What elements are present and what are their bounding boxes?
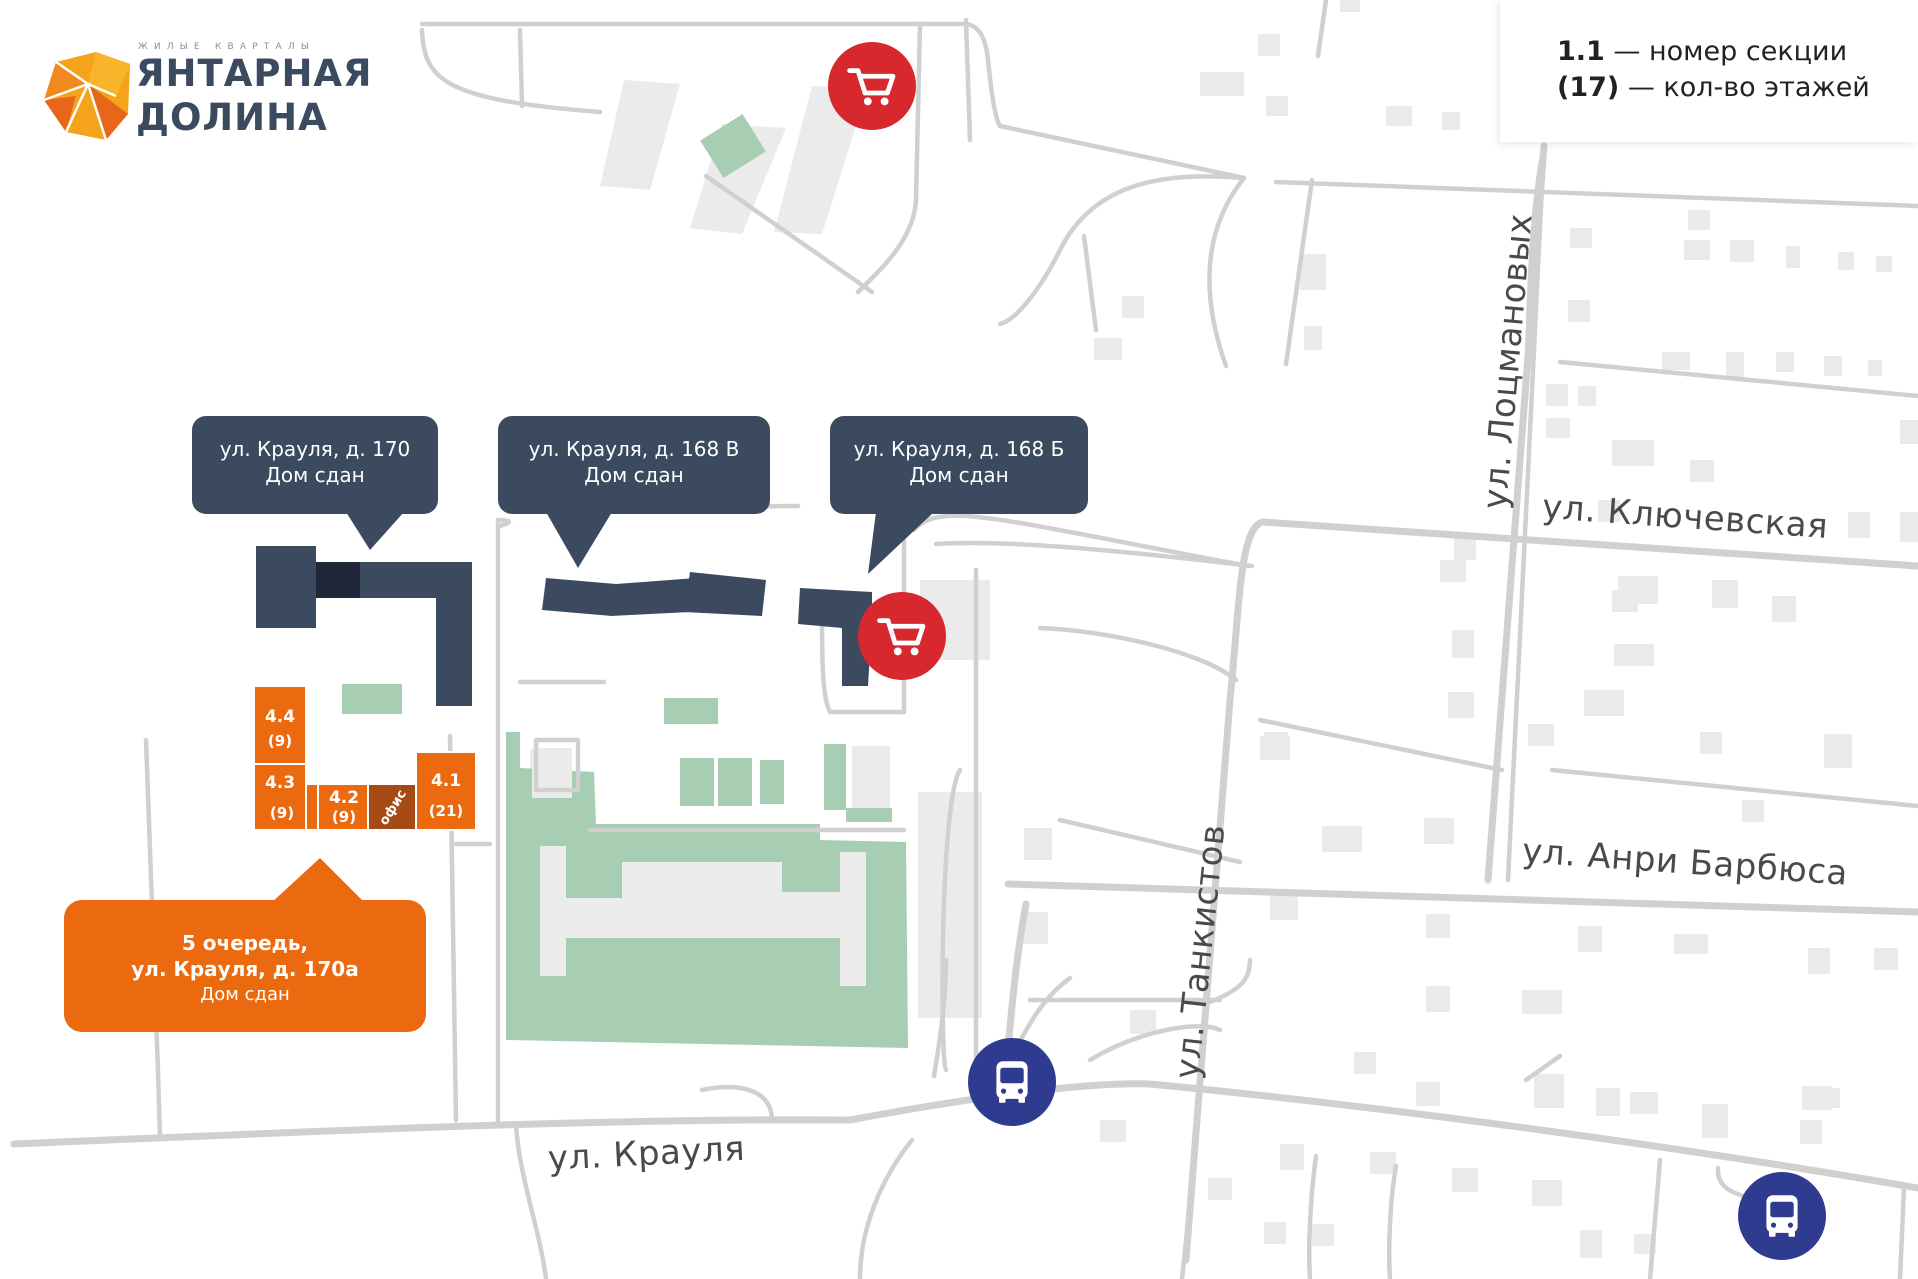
callout-queue-5[interactable]: 5 очередь, ул. Крауля, д. 170а Дом сдан xyxy=(64,900,426,1032)
logo-title-line1: ЯНТАРНАЯ xyxy=(136,52,373,95)
shop-marker-168b[interactable] xyxy=(858,592,946,680)
logo-tagline: ЖИЛЫЕ КВАРТАЛЫ xyxy=(138,42,315,52)
callout-status: Дом сдан xyxy=(265,463,365,487)
callout-status: Дом сдан xyxy=(584,463,684,487)
queue5-sections: 4.4 (9) 4.3 (9) 4.2 (9) офис 4.1 (21) xyxy=(253,685,477,831)
street-tankistov: ул. Танкистов xyxy=(1167,822,1234,1081)
school-building xyxy=(540,846,866,986)
section-4-1 xyxy=(415,751,477,831)
street-kraulya: ул. Крауля xyxy=(547,1129,746,1179)
section-4-3-floors: (9) xyxy=(270,804,294,822)
grey-blocks xyxy=(530,0,1918,1258)
callout-address: ул. Крауля, д. 168 В xyxy=(528,437,740,461)
legend-section-key: 1.1 xyxy=(1557,36,1605,67)
amber-logo-icon xyxy=(43,52,130,141)
legend: 1.1 — номер секции (17) — кол-во этажей xyxy=(1500,0,1918,142)
street-klyuchevskaya: ул. Ключевская xyxy=(1541,487,1830,547)
callout-house-170[interactable]: ул. Крауля, д. 170 Дом сдан xyxy=(192,416,438,514)
callout-house-168v[interactable]: ул. Крауля, д. 168 В Дом сдан xyxy=(498,416,770,514)
bus-stop-kraulya[interactable] xyxy=(968,1038,1056,1126)
section-4-4 xyxy=(253,685,307,765)
section-4-2-id: 4.2 xyxy=(329,788,359,808)
section-4-2-floors: (9) xyxy=(332,808,356,826)
bus-icon xyxy=(996,1061,1028,1103)
section-4-2 xyxy=(317,783,369,831)
section-4-1-id: 4.1 xyxy=(431,771,461,791)
callout-status: Дом сдан xyxy=(909,463,1009,487)
brand-logo[interactable]: ЖИЛЫЕ КВАРТАЛЫ ЯНТАРНАЯ ДОЛИНА xyxy=(30,38,373,148)
bus-icon xyxy=(1766,1195,1798,1237)
legend-row-floors: (17) — кол-во этажей xyxy=(1557,72,1870,103)
shop-marker-north[interactable] xyxy=(828,42,916,130)
legend-floors-desc: — кол-во этажей xyxy=(1619,72,1870,103)
section-4-1-floors: (21) xyxy=(429,802,464,820)
callout-status: Дом сдан xyxy=(200,984,290,1005)
built-houses xyxy=(256,546,872,706)
section-4-4-id: 4.4 xyxy=(265,707,295,727)
legend-section-desc: — номер секции xyxy=(1604,36,1848,67)
street-barbyusa: ул. Анри Барбюса xyxy=(1521,831,1849,894)
callout-address: ул. Крауля, д. 170а xyxy=(131,957,359,981)
callout-address: ул. Крауля, д. 170 xyxy=(219,437,411,461)
callout-address: ул. Крауля, д. 168 Б xyxy=(853,437,1065,461)
legend-floors-key: (17) xyxy=(1557,72,1620,103)
logo-title-line2: ДОЛИНА xyxy=(136,96,328,139)
callout-house-168b[interactable]: ул. Крауля, д. 168 Б Дом сдан xyxy=(830,416,1088,514)
office-block xyxy=(367,783,417,831)
section-4-4-floors: (9) xyxy=(268,732,292,750)
section-4-3-id: 4.3 xyxy=(265,773,295,793)
callout-title: 5 очередь, xyxy=(181,931,309,955)
bus-stop-east[interactable] xyxy=(1738,1172,1826,1260)
legend-row-section: 1.1 — номер секции xyxy=(1557,36,1847,67)
